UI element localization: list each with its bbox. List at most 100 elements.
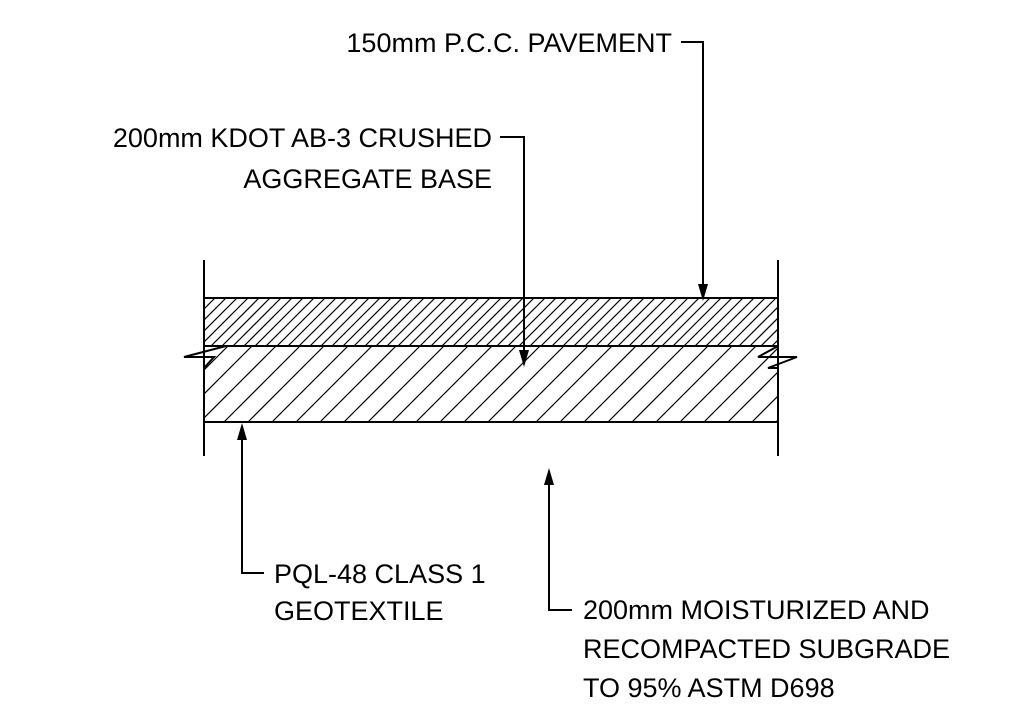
pcc-hatch-line [204, 298, 205, 299]
pcc-hatch-line [397, 298, 447, 346]
pcc-hatch-line [562, 298, 612, 346]
pcc-hatch-line [617, 298, 667, 346]
pcc-hatch-line [474, 298, 524, 346]
pcc-hatch-line [783, 298, 831, 346]
pcc-hatch-line [672, 298, 722, 346]
pcc-hatch-line [298, 298, 348, 346]
callout-geotextile-label-line1: PQL-48 CLASS 1 [274, 559, 486, 589]
pcc-hatch-line [595, 298, 645, 346]
pcc-pavement-layer [203, 297, 831, 347]
pcc-hatch-line [204, 298, 227, 321]
callout-aggregate-base: 200mm KDOT AB-3 CRUSHED AGGREGATE BASE [113, 123, 529, 367]
pcc-hatch-line [650, 298, 700, 346]
pcc-hatch-line [705, 298, 755, 346]
pcc-hatch-line [320, 298, 370, 346]
base-hatch-line [223, 346, 301, 422]
arrowhead-base [519, 350, 529, 367]
pcc-hatch-line [760, 328, 778, 346]
leader-line-geotextile [241, 438, 264, 574]
base-hatch-line [583, 346, 661, 422]
arrowhead-subgrade [544, 468, 554, 485]
pcc-hatch-line [716, 298, 766, 346]
base-hatch-line [607, 346, 685, 422]
leader-line-subgrade [548, 483, 572, 611]
pcc-hatch-line [518, 298, 568, 346]
base-hatch-line [631, 346, 709, 422]
callout-subgrade-label-line1: 200mm MOISTURIZED AND [583, 595, 930, 625]
pcc-hatch-line [551, 298, 601, 346]
callout-base-label-line2: AGGREGATE BASE [243, 164, 492, 194]
pcc-hatch-line [204, 298, 249, 343]
pcc-hatch-line [584, 298, 634, 346]
base-hatch-line [204, 346, 229, 371]
pcc-hatch-line [265, 298, 315, 346]
pcc-hatch-line [232, 298, 282, 346]
callout-pcc-pavement: 150mm P.C.C. PAVEMENT [346, 28, 708, 301]
base-hatch-line [703, 347, 778, 422]
base-hatch-line [391, 346, 469, 422]
base-hatch-line [751, 395, 778, 422]
pcc-hatch-line [496, 298, 546, 346]
pcc-hatch-line [375, 298, 425, 346]
base-hatch-line [319, 346, 397, 422]
base-hatch-line [415, 346, 493, 422]
pcc-hatch-line [210, 298, 260, 346]
pcc-hatch-line [364, 298, 414, 346]
pcc-hatch-line [353, 298, 403, 346]
section-body [183, 260, 876, 456]
base-hatch-line [247, 346, 325, 422]
pcc-hatch-line [331, 298, 381, 346]
pcc-hatch-line [683, 298, 733, 346]
base-hatch-line [271, 346, 349, 422]
callout-geotextile: PQL-48 CLASS 1 GEOTEXTILE [237, 423, 486, 626]
pcc-hatch-line [430, 298, 480, 346]
base-hatch-line [295, 346, 373, 422]
base-hatch-line [439, 346, 517, 422]
base-hatch-line [679, 346, 757, 422]
base-hatch-line [535, 346, 613, 422]
pcc-hatch-line [749, 317, 778, 346]
callout-subgrade: 200mm MOISTURIZED AND RECOMPACTED SUBGRA… [544, 468, 950, 703]
pcc-hatch-line [661, 298, 711, 346]
pcc-hatch-line [452, 298, 502, 346]
pcc-hatch-line [408, 298, 458, 346]
callout-pcc-label: 150mm P.C.C. PAVEMENT [346, 28, 672, 58]
arrowhead-geotextile [237, 423, 247, 440]
base-hatch-line [511, 346, 589, 422]
right-break-line [757, 260, 798, 456]
pcc-hatch-line [221, 298, 271, 346]
base-hatch-line [559, 346, 637, 422]
base-hatch-line [367, 346, 445, 422]
base-hatch-line [343, 346, 421, 422]
callout-geotextile-label-line2: GEOTEXTILE [274, 596, 444, 626]
arrowhead-pcc [698, 284, 708, 301]
pcc-hatch-line [507, 298, 557, 346]
pcc-hatch-line [342, 298, 392, 346]
base-hatch-line [487, 346, 565, 422]
base-hatch-line [800, 346, 876, 422]
pcc-hatch-line [419, 298, 469, 346]
callout-base-label-line1: 200mm KDOT AB-3 CRUSHED [113, 123, 492, 153]
pcc-hatch-line [463, 298, 513, 346]
pcc-hatch-line [738, 306, 778, 346]
pcc-hatch-line [606, 298, 656, 346]
callout-subgrade-label-line3: TO 95% ASTM D698 [583, 673, 835, 703]
base-hatch-line [204, 346, 253, 395]
base-hatch-line [204, 346, 277, 419]
pcc-hatch-line [485, 298, 535, 346]
pcc-hatch-line [727, 298, 777, 346]
leader-line-base [500, 136, 525, 350]
pcc-hatch-line [540, 298, 590, 346]
pcc-hatch-line [204, 298, 238, 332]
pcc-hatch-line [204, 298, 216, 310]
pcc-hatch-line [639, 298, 689, 346]
pcc-hatch-line [386, 298, 436, 346]
leader-line-pcc [681, 41, 704, 284]
pcc-hatch-line [254, 298, 304, 346]
pcc-hatch-line [628, 298, 678, 346]
callout-subgrade-label-line2: RECOMPACTED SUBGRADE [583, 634, 950, 664]
pcc-hatch-line [243, 298, 293, 346]
pcc-hatch-line [573, 298, 623, 346]
pcc-hatch-line [771, 339, 778, 346]
